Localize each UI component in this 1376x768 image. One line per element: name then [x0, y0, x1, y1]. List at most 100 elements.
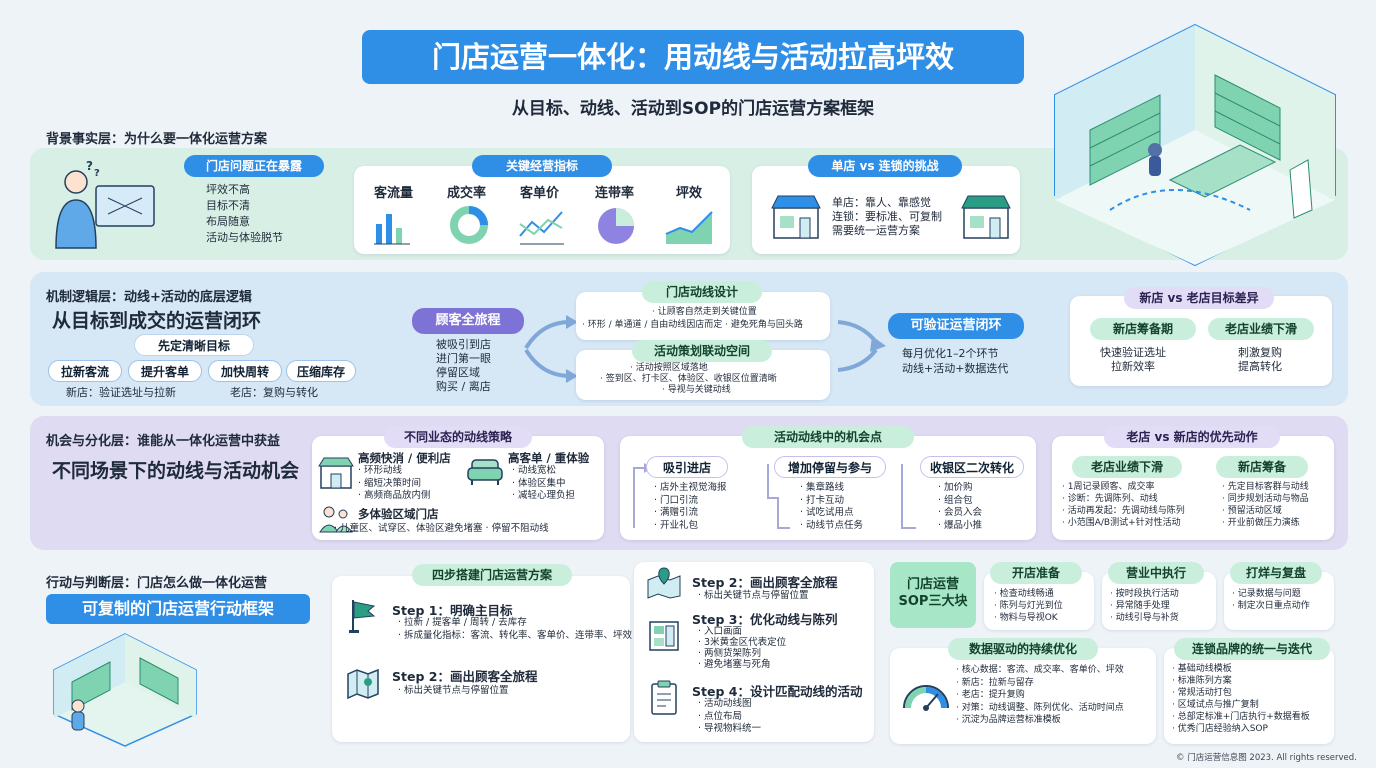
- sop-open-list: · 检查动线畅通 · 陈列与灯光到位 · 物料与导视OK: [994, 588, 1063, 624]
- sop-open-title: 开店准备: [990, 562, 1082, 584]
- merge-arrows-icon: [837, 320, 886, 372]
- fast-moving-item: · 缩短决策时间: [358, 477, 422, 489]
- sop-execute-item: · 异常随手处理: [1110, 601, 1170, 611]
- high-ticket-list: · 动线宽松 · 体验区集中 · 减轻心理负担: [512, 465, 575, 503]
- problem-item: 目标不清: [206, 199, 250, 212]
- activity-item: · 签到区、打卡区、体验区、收银区位置清晰: [600, 374, 777, 384]
- event-plan-icon: [651, 680, 677, 715]
- chain-store-icon: [961, 195, 1011, 239]
- opp-stay-list: · 集章路线 · 打卡互动 · 试吃试用点 · 动线节点任务: [800, 482, 863, 532]
- step3-title: Step 3：优化动线与陈列: [692, 612, 838, 627]
- opp-stay-item: · 试吃试用点: [800, 507, 854, 518]
- sop-open-item: · 物料与导视OK: [994, 613, 1058, 623]
- footer-copyright: © 门店运营信息图 2023. All rights reserved.: [1176, 753, 1357, 763]
- opp-attract-item: · 满赠引流: [654, 507, 699, 518]
- diff-new-title: 新店筹备期: [1090, 318, 1196, 340]
- sop-open-item: · 检查动线畅通: [994, 589, 1054, 599]
- opp-checkout-item: · 加价购: [938, 482, 973, 493]
- location-map-icon: [647, 567, 681, 599]
- goal-title: 先定清晰目标: [134, 334, 254, 356]
- sop-close-item: · 记录数据与问题: [1232, 589, 1301, 599]
- sop-execute-item: · 动线引导与补货: [1110, 613, 1179, 623]
- kpi-title: 关键经营指标: [472, 155, 612, 177]
- multi-experience-desc: · 儿童区、试穿区、体验区避免堵塞 · 停留不阻动线: [334, 523, 549, 534]
- svg-text:?: ?: [94, 168, 100, 179]
- journey-item: 进门第一眼: [436, 352, 491, 365]
- mini-store-illustration-icon: [53, 633, 197, 747]
- closed-loop-list: 每月优化1–2个环节 动线+活动+数据迭代: [902, 346, 1008, 376]
- priority-old-title: 老店业绩下滑: [1072, 456, 1182, 478]
- sop-open-item: · 陈列与灯光到位: [994, 601, 1063, 611]
- fast-moving-item: · 环形动线: [358, 465, 403, 476]
- sop-close-title: 打烊与复盘: [1230, 562, 1322, 584]
- opp-checkout-item: · 组合包: [938, 494, 973, 506]
- problems-list: 坪效不高 目标不清 布局随意 活动与体验脱节: [206, 182, 283, 246]
- kpi-efficiency-label: 坪效: [676, 186, 703, 201]
- diff-old-title: 老店业绩下滑: [1208, 318, 1314, 340]
- brand-item: · 常规活动打包: [1172, 688, 1232, 698]
- journey-item: 停留区域: [436, 366, 480, 379]
- sop-execute-list: · 按时段执行活动 · 异常随手处理 · 动线引导与补货: [1110, 588, 1179, 624]
- step1-list: · 拉新 / 提客单 / 周转 / 去库存 · 拆成量化指标：客流、转化率、客单…: [398, 617, 632, 642]
- opp-stay-item: · 动线节点任务: [800, 519, 864, 531]
- thinking-person-icon: ? ?: [55, 159, 155, 249]
- activity-item: · 导视与关键动线: [662, 385, 731, 395]
- goal-chip: 拉新客流: [48, 360, 122, 382]
- data-optimize-card: [890, 648, 1156, 744]
- step2b-item: · 标出关键节点与停留位置: [698, 590, 809, 601]
- route-design-title: 门店动线设计: [642, 281, 762, 303]
- step4-title: Step 4：设计匹配动线的活动: [692, 684, 863, 699]
- brand-item: · 总部定标准+门店执行+数据看板: [1172, 712, 1310, 722]
- strategy-title: 不同业态的动线策略: [384, 426, 532, 448]
- map-icon: [347, 668, 379, 700]
- kpi-conversion-label: 成交率: [447, 186, 487, 201]
- priority-new-item: · 开业前做压力演练: [1222, 518, 1300, 528]
- sop-close-item: · 制定次日重点动作: [1232, 601, 1310, 611]
- layer1-heading: 背景事实层：为什么要一体化运营方案: [46, 132, 268, 147]
- fast-moving-item: · 高频商品放内侧: [358, 490, 431, 501]
- step1-title: Step 1：明确主目标: [392, 603, 513, 618]
- opp-attract-item: · 开业礼包: [654, 519, 699, 531]
- route-item: · 让顾客自然走到关键位置: [652, 307, 757, 317]
- convenience-store-icon: [318, 457, 354, 489]
- priority-new-item: · 同步规划活动与物品: [1222, 494, 1309, 504]
- strategy-card: [312, 436, 604, 540]
- journey-title: 顾客全旅程: [412, 308, 524, 334]
- high-ticket-item: · 减轻心理负担: [512, 490, 576, 501]
- activity-space-list: · 活动按照区域落地 · 签到区、打卡区、体验区、收银区位置清晰 · 导视与关键…: [600, 363, 777, 396]
- title-banner: 门店运营一体化：用动线与活动拉高坪效: [362, 30, 1024, 84]
- experience-zone-icon: [319, 506, 354, 533]
- step4-item: · 点位布局: [698, 710, 743, 722]
- brand-list: · 基础动线模板 · 标准陈列方案 · 常规活动打包 · 区域试点与推广复制 ·…: [1172, 663, 1310, 735]
- multi-experience-title: 多体验区域门店: [358, 507, 439, 521]
- high-ticket-item: · 动线宽松: [512, 465, 557, 476]
- brand-item: · 区域试点与推广复制: [1172, 700, 1259, 710]
- data-optimize-item: · 新店：拉新与留存: [956, 677, 1034, 688]
- priority-title: 老店 vs 新店的优先动作: [1104, 426, 1280, 448]
- priority-new-item: · 先定目标客群与动线: [1222, 482, 1309, 492]
- journey-list: 被吸引到店 进门第一眼 停留区域 购买 / 离店: [436, 338, 491, 394]
- priority-old-item: · 小范围A/B测试+针对性活动: [1062, 518, 1181, 528]
- opp-checkout-item: · 会员入会: [938, 507, 983, 518]
- priority-old-item: · 1周记录顾客、成交率: [1062, 482, 1155, 492]
- journey-item: 购买 / 离店: [436, 380, 491, 393]
- data-optimize-item: · 核心数据：客流、成交率、客单价、坪效: [956, 665, 1124, 675]
- step3-list: · 入口画面 · 3米黄金区代表定位 · 两侧货架陈列 · 避免堵塞与死角: [698, 626, 786, 670]
- route-design-list: · 让顾客自然走到关键位置 · 环形 / 单通道 / 自由动线因店而定 · 避免…: [582, 306, 803, 331]
- problem-item: 布局随意: [206, 215, 250, 228]
- new-store-goal: 新店：验证选址与拉新: [66, 386, 176, 399]
- diff-new-list: 快速验证选址 拉新效率: [1100, 346, 1166, 374]
- step3-item: · 避免堵塞与死角: [698, 659, 771, 670]
- problems-title: 门店问题正在暴露: [184, 155, 324, 177]
- data-optimize-title: 数据驱动的持续优化: [948, 638, 1098, 660]
- brand-item: · 基础动线模板: [1172, 664, 1232, 674]
- bar-chart-icon: [374, 214, 410, 245]
- loop-item: 动线+活动+数据迭代: [902, 362, 1009, 375]
- activity-item: · 活动按照区域落地: [630, 363, 708, 373]
- goal-chip: 压缩库存: [286, 360, 356, 382]
- opp-attract-list: · 店外主视觉海报 · 门口引流 · 满赠引流 · 开业礼包: [654, 482, 727, 532]
- steps-title: 四步搭建门店运营方案: [412, 564, 572, 586]
- chain-challenge-line: 单店：靠人、靠感觉: [832, 196, 931, 209]
- store-illustration-icon: [1054, 23, 1336, 267]
- sop-title: 门店运营 SOP三大块: [890, 562, 976, 628]
